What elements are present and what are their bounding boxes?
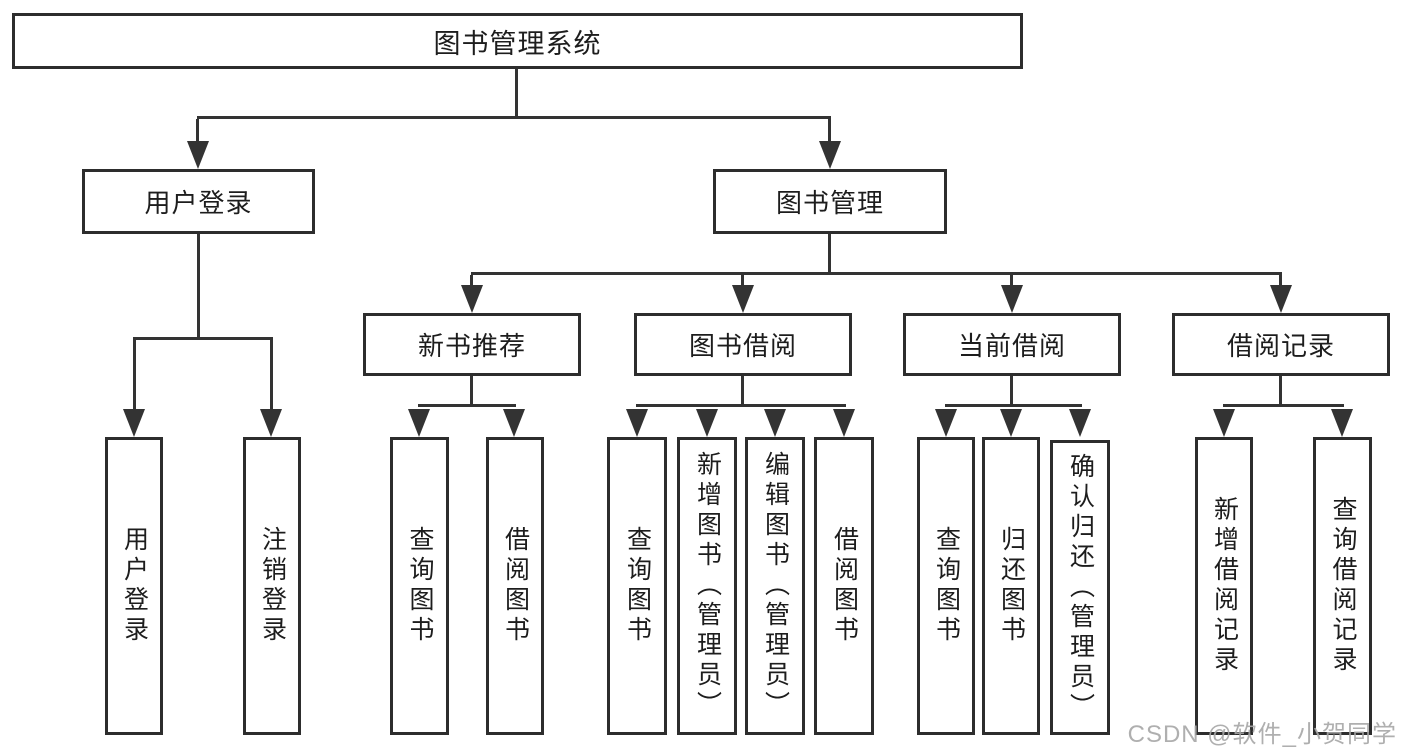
node-leaf-bb-add-books-label: 新增图书（管理员）: [693, 451, 722, 721]
node-book-borrow-label: 图书借阅: [688, 331, 797, 361]
arrowhead-leaf-login: [123, 409, 145, 437]
node-new-book-rec: 新书推荐: [363, 313, 581, 376]
connector-user-login-down: [197, 234, 200, 339]
connector-user-login-stem: [196, 119, 199, 143]
arrowhead-br-query: [1331, 409, 1353, 437]
arrowhead-bb-edit: [764, 409, 786, 437]
connector-borrow-record-down: [1279, 376, 1282, 407]
connector-book-borrow-stem: [741, 275, 744, 289]
connector-current-borrow-down: [1010, 376, 1013, 407]
node-leaf-cb-confirm-return-label: 确认归还（管理员）: [1066, 452, 1095, 723]
node-leaf-cb-confirm-return: 确认归还（管理员）: [1050, 440, 1110, 735]
node-leaf-br-add-record-label: 新增借阅记录: [1210, 496, 1239, 676]
connector-borrow-record-stem: [1279, 275, 1282, 289]
node-borrow-record-label: 借阅记录: [1226, 331, 1335, 361]
connector-book-mgmt-stem: [828, 119, 831, 143]
node-leaf-bb-borrow-books-label: 借阅图书: [830, 526, 859, 646]
csdn-watermark: CSDN @软件_小贺同学: [1127, 721, 1397, 747]
node-leaf-nb-query-books: 查询图书: [390, 437, 449, 735]
arrowhead-current-borrow: [1001, 285, 1023, 313]
node-leaf-logout-label: 注销登录: [258, 526, 287, 646]
connector-new-book-stem: [470, 275, 473, 289]
arrowhead-book-borrow: [732, 285, 754, 313]
arrowhead-leaf-logout: [260, 409, 282, 437]
node-user-login-label: 用户登录: [144, 188, 253, 218]
arrowhead-bb-add: [696, 409, 718, 437]
connector-borrow-record-rail: [1223, 404, 1344, 407]
connector-book-borrow-rail: [636, 404, 846, 407]
node-leaf-bb-query-books: 查询图书: [607, 437, 667, 735]
node-leaf-br-query-record: 查询借阅记录: [1313, 437, 1372, 735]
node-leaf-bb-edit-books-label: 编辑图书（管理员）: [761, 451, 790, 721]
connector-book-borrow-down: [741, 376, 744, 407]
node-new-book-rec-label: 新书推荐: [417, 331, 526, 361]
node-leaf-user-login-label: 用户登录: [120, 526, 149, 646]
node-leaf-br-query-record-label: 查询借阅记录: [1329, 496, 1357, 676]
arrowhead-bb-borrow: [833, 409, 855, 437]
node-borrow-record: 借阅记录: [1172, 313, 1390, 376]
node-root-label: 图书管理系统: [433, 28, 602, 59]
node-leaf-br-add-record: 新增借阅记录: [1195, 437, 1253, 735]
arrowhead-user-login: [187, 141, 209, 169]
node-leaf-cb-query-books-label: 查询图书: [932, 526, 961, 646]
node-root: 图书管理系统: [12, 13, 1023, 69]
node-leaf-bb-edit-books: 编辑图书（管理员）: [745, 437, 805, 735]
connector-current-borrow-stem: [1010, 275, 1013, 289]
arrowhead-new-book: [461, 285, 483, 313]
connector-current-borrow-rail: [945, 404, 1082, 407]
connector-root-rail: [197, 116, 831, 119]
node-leaf-nb-borrow-books: 借阅图书: [486, 437, 544, 735]
connector-book-mgmt-down: [828, 234, 831, 274]
node-leaf-user-login: 用户登录: [105, 437, 163, 735]
node-leaf-logout: 注销登录: [243, 437, 301, 735]
connector-leaf-login-stem: [133, 340, 136, 410]
connector-root-stem: [515, 69, 518, 116]
arrowhead-nb-query: [408, 409, 430, 437]
node-book-mgmt-label: 图书管理: [775, 188, 884, 218]
node-leaf-nb-query-books-label: 查询图书: [406, 526, 434, 646]
node-current-borrow-label: 当前借阅: [957, 331, 1066, 361]
node-leaf-bb-borrow-books: 借阅图书: [814, 437, 874, 735]
node-leaf-bb-add-books: 新增图书（管理员）: [677, 437, 737, 735]
arrowhead-nb-borrow: [503, 409, 525, 437]
connector-new-book-rail: [418, 404, 516, 407]
arrowhead-cb-return: [1000, 409, 1022, 437]
connector-user-login-rail: [133, 337, 273, 340]
arrowhead-cb-query: [935, 409, 957, 437]
connector-new-book-down: [470, 376, 473, 407]
connector-leaf-logout-stem: [270, 340, 273, 410]
arrowhead-book-mgmt: [819, 141, 841, 169]
node-book-mgmt: 图书管理: [713, 169, 947, 234]
node-leaf-cb-query-books: 查询图书: [917, 437, 975, 735]
node-user-login: 用户登录: [82, 169, 315, 234]
arrowhead-br-add: [1213, 409, 1235, 437]
node-leaf-nb-borrow-books-label: 借阅图书: [501, 526, 530, 646]
node-leaf-cb-return-books-label: 归还图书: [997, 526, 1026, 646]
node-current-borrow: 当前借阅: [903, 313, 1121, 376]
node-book-borrow: 图书借阅: [634, 313, 852, 376]
arrowhead-cb-confirm: [1069, 409, 1091, 437]
node-leaf-bb-query-books-label: 查询图书: [623, 526, 652, 646]
connector-book-mgmt-rail: [471, 272, 1282, 275]
node-leaf-cb-return-books: 归还图书: [982, 437, 1040, 735]
arrowhead-borrow-record: [1270, 285, 1292, 313]
arrowhead-bb-query: [626, 409, 648, 437]
